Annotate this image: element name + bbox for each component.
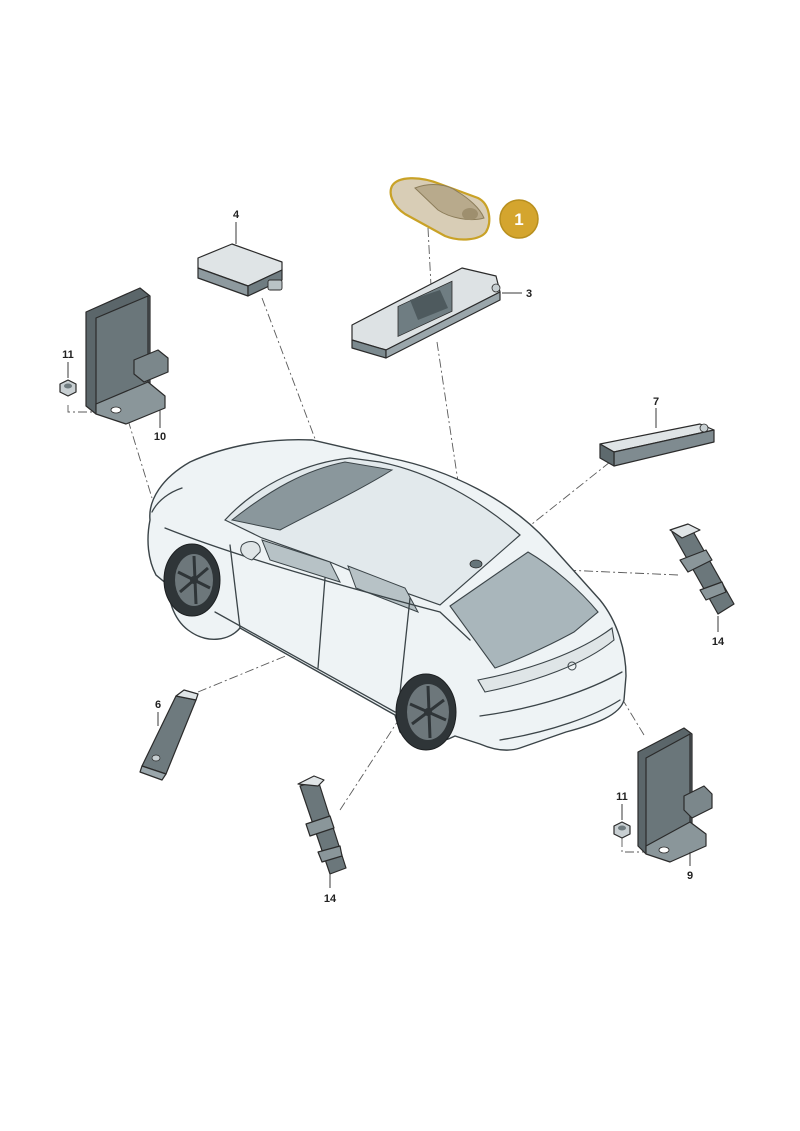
callout-11-right-label[interactable]: 11 — [616, 791, 628, 803]
part-7-antenna-bar[interactable] — [599, 423, 715, 467]
bracket-9-hole — [658, 846, 670, 854]
car-rear-wheel — [395, 673, 457, 751]
part-10-bracket[interactable] — [85, 287, 169, 425]
callout-6-label[interactable]: 6 — [155, 699, 161, 711]
car-roof-antenna-mount — [469, 559, 483, 569]
car-side-mirror — [240, 541, 261, 561]
sensor-6-body — [141, 695, 197, 775]
sensor-6-screw — [151, 754, 161, 762]
bracket-10-foot — [95, 381, 166, 425]
antenna-14-right-clip — [679, 549, 713, 573]
bracket-9-clip — [683, 785, 713, 819]
callout-7-label[interactable]: 7 — [653, 396, 659, 408]
callout-1-badge[interactable]: 1 — [499, 199, 539, 239]
bracket-10-hole — [110, 406, 122, 414]
antenna-14-bottom-clip — [305, 815, 335, 837]
car-side-window-front — [261, 539, 341, 583]
nut-11-left-hole — [64, 383, 72, 389]
callout-14-bottom-label[interactable]: 14 — [324, 893, 337, 905]
antenna-bar-end — [599, 443, 615, 467]
leader-part-4 — [261, 297, 321, 453]
car-rear-emblem — [567, 661, 577, 671]
car-door-line-middle — [317, 577, 326, 669]
car-side-window-rear — [347, 565, 420, 613]
antenna-14-right-top — [669, 523, 701, 539]
car-tail-light-bar — [477, 627, 615, 693]
car-door-line-front — [229, 544, 241, 629]
antenna-module-pin — [491, 283, 501, 293]
antenna-14-bottom-clip2 — [317, 845, 343, 863]
callout-10-label[interactable]: 10 — [154, 431, 166, 443]
part-14-antenna-bottom[interactable] — [297, 775, 347, 875]
car-rear-bumper — [479, 671, 623, 717]
leader-part-14-right — [563, 569, 679, 576]
callout-4-label[interactable]: 4 — [233, 209, 240, 221]
antenna-14-right-body — [671, 525, 735, 615]
car-sill-line — [214, 611, 396, 713]
part-11-nut-right[interactable] — [613, 821, 631, 839]
sensor-6-base — [139, 765, 167, 781]
car-shoulder-line — [164, 527, 471, 641]
car-diffuser — [499, 699, 621, 741]
part-11-nut-left[interactable] — [59, 379, 77, 397]
part-1-roof-antenna-cover[interactable] — [389, 177, 491, 241]
part-9-bracket[interactable] — [637, 727, 713, 863]
leader-part-7 — [521, 461, 611, 533]
part-14-antenna-right[interactable] — [669, 523, 735, 615]
antenna-module-front — [385, 291, 501, 359]
antenna-14-bottom-top — [297, 775, 325, 787]
callout-14-right-label[interactable]: 14 — [712, 636, 725, 648]
leader-part-10 — [127, 419, 153, 499]
car-front-wheel — [163, 543, 221, 617]
car-rear-window — [449, 551, 599, 669]
control-unit-plug — [267, 279, 283, 291]
vehicle-illustration — [147, 439, 627, 751]
control-unit-side — [247, 269, 283, 297]
callout-1-circle — [499, 199, 539, 239]
nut-11-right-hole — [618, 825, 626, 831]
sensor-6-top — [175, 689, 199, 701]
part-3-antenna-module[interactable] — [351, 267, 501, 359]
car-headlight — [151, 487, 183, 513]
car-panoramic-roof — [230, 461, 394, 531]
antenna-cover-tip — [462, 208, 478, 220]
callout-9-label[interactable]: 9 — [687, 870, 693, 882]
antenna-14-right-clip2 — [699, 581, 727, 601]
part-6-sensor[interactable] — [139, 689, 199, 781]
antenna-bar-pin — [699, 423, 709, 433]
antenna-module-connector — [410, 290, 448, 320]
callout-11-left-label[interactable]: 11 — [62, 349, 74, 361]
bracket-10-clip — [133, 349, 169, 383]
callout-1-label: 1 — [514, 210, 523, 229]
callout-3-label[interactable]: 3 — [526, 288, 532, 300]
part-4-control-unit[interactable] — [197, 243, 283, 297]
